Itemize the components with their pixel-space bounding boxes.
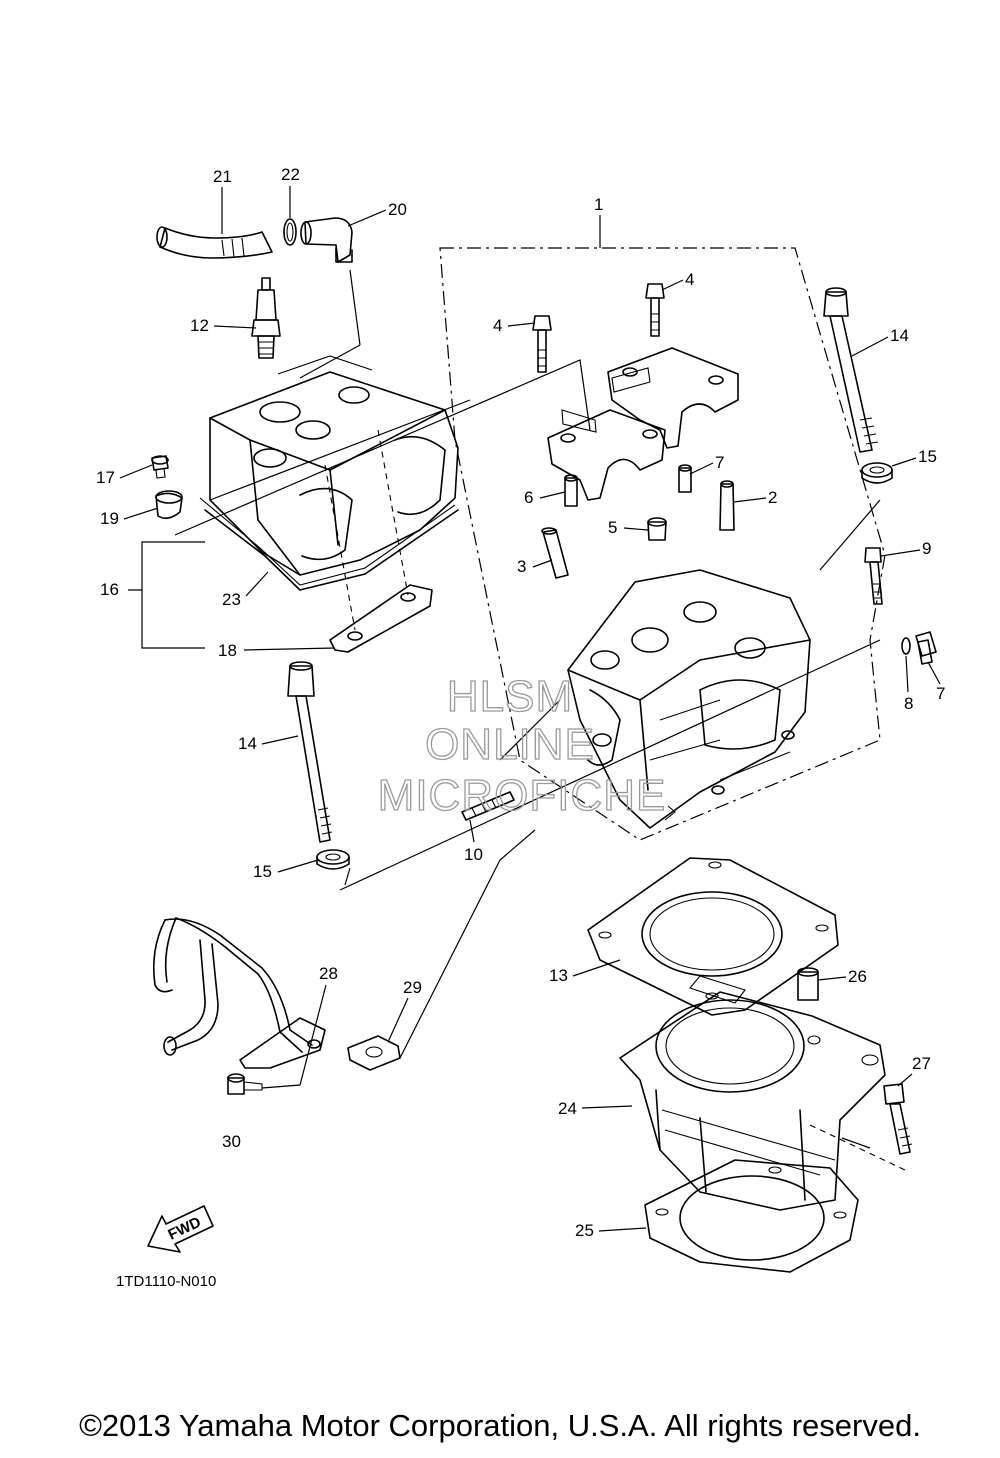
forward-arrow-icon: FWD — [147, 1205, 214, 1253]
callout-16: 16 — [100, 580, 119, 599]
callout-14b: 14 — [238, 734, 257, 753]
pipe-bolt — [227, 1073, 263, 1095]
cylinder-bolt-right — [823, 287, 879, 453]
callout-18: 17 — [96, 468, 115, 487]
assembly-leaders — [174, 359, 906, 1171]
spark-plug — [251, 277, 281, 359]
callout-23: 23 — [222, 590, 241, 609]
valve-guide-3 — [541, 527, 569, 579]
bolt-8 — [915, 631, 937, 665]
callout-27: 27 — [912, 1054, 931, 1073]
breather-hose — [156, 226, 273, 259]
cylinder-head-cover — [199, 355, 459, 586]
callout-14a: 14 — [890, 326, 909, 345]
cover-gasket — [204, 509, 459, 591]
callout-15b: 15 — [253, 862, 272, 881]
callout-20: 20 — [388, 200, 407, 219]
callout-13: 13 — [549, 966, 568, 985]
hose-clip — [283, 218, 297, 246]
washer-9 — [901, 637, 911, 655]
breather-fitting — [300, 217, 353, 263]
cover-bolt — [151, 455, 169, 479]
bolt-27 — [883, 1083, 913, 1155]
callout-2: 2 — [768, 488, 777, 507]
callout-28: 28 — [319, 964, 338, 983]
callout-29: 29 — [403, 978, 422, 997]
bolt-10 — [864, 547, 883, 605]
callout-4a: 4 — [493, 316, 502, 335]
valve-guide-2 — [719, 480, 735, 531]
callout-21: 21 — [213, 167, 232, 186]
dowel-pin-6 — [564, 474, 578, 507]
callout-19: 19 — [100, 509, 119, 528]
watermark: HLSM ONLINE MICROFICHE — [377, 671, 667, 820]
assembly-group-outline — [439, 215, 886, 841]
callout-10: 9 — [922, 539, 931, 558]
callout-12: 12 — [190, 316, 209, 335]
pipe-gasket — [347, 1035, 401, 1071]
callout-17: 18 — [218, 641, 237, 660]
watermark-line-2: ONLINE — [425, 720, 595, 769]
callout-3: 3 — [517, 557, 526, 576]
callout-25: 25 — [575, 1221, 594, 1240]
callout-9: 8 — [904, 694, 913, 713]
dowel-pin-7 — [678, 464, 692, 493]
callout-22: 22 — [281, 165, 300, 184]
camshaft-cap-left — [547, 409, 666, 501]
callout-15a: 15 — [918, 447, 937, 466]
callout-1: 1 — [594, 195, 603, 214]
cover-bracket — [329, 584, 433, 653]
stud-bolt — [461, 791, 515, 821]
callout-24: 24 — [558, 1099, 577, 1118]
head-gasket — [587, 857, 839, 1016]
washer-left — [316, 849, 350, 870]
callout-6: 6 — [524, 488, 533, 507]
camshaft-cap-right — [607, 347, 739, 449]
callout-7: 7 — [715, 453, 724, 472]
callout-26: 26 — [848, 967, 867, 986]
water-pipe — [152, 917, 326, 1069]
copyright-notice: ©2013 Yamaha Motor Corporation, U.S.A. A… — [79, 1408, 921, 1443]
cam-cap-bolt-right — [645, 283, 665, 337]
drawing-code: 1TD1110-N010 — [116, 1273, 216, 1290]
washer-right — [861, 462, 893, 484]
cover-dashed-leaders — [324, 429, 409, 631]
callout-4b: 4 — [685, 270, 694, 289]
grommet — [155, 490, 183, 520]
callout-labels: 21 22 20 1 12 4 4 14 17 19 7 15 6 2 5 3 … — [96, 165, 945, 1240]
watermark-line-3: MICROFICHE — [378, 771, 667, 820]
plug-5 — [647, 517, 667, 541]
cylinder-bolt-left — [287, 661, 333, 843]
callout-8: 7 — [936, 684, 945, 703]
base-gasket — [644, 1159, 859, 1273]
dowel-26 — [797, 967, 819, 1001]
callout-5: 5 — [608, 518, 617, 537]
cam-cap-bolt-left — [532, 315, 552, 373]
cylinder-head — [567, 569, 811, 829]
cylinder — [619, 991, 886, 1211]
callout-30: 30 — [222, 1132, 241, 1151]
callout-11: 10 — [464, 845, 483, 864]
watermark-line-1: HLSM — [447, 672, 573, 721]
